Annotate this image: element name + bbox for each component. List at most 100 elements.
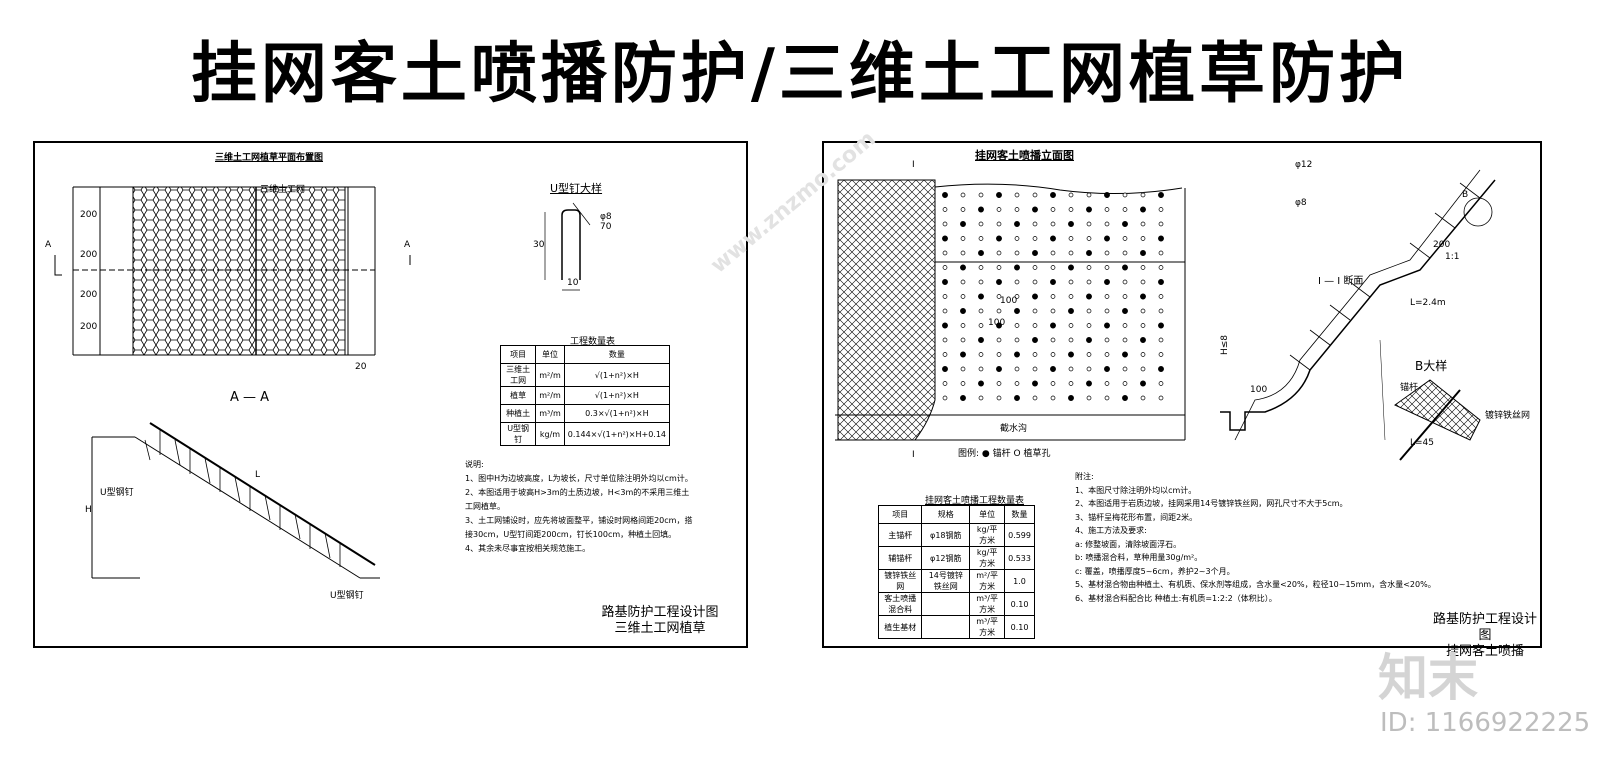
legend-title: 图例:: [958, 449, 980, 459]
section-title: A — A: [230, 390, 270, 405]
spray-hole: [942, 337, 948, 343]
spray-hole: [996, 366, 1002, 372]
spray-hole: [1068, 337, 1074, 343]
table-cell: 辅锚杆: [877, 546, 923, 570]
spray-hole: [960, 381, 966, 386]
spray-hole: [1158, 235, 1164, 242]
spray-hole: [1068, 395, 1074, 401]
table-cell: 0.10: [1004, 592, 1035, 616]
spray-hole: [1050, 366, 1056, 372]
right-table-title: 挂网客土喷播工程数量表: [925, 496, 1025, 506]
spray-hole: [1122, 308, 1128, 314]
spray-hole: [1140, 308, 1146, 314]
spray-hole: [1140, 323, 1146, 328]
dim: 200: [80, 250, 98, 260]
spray-hole: [1086, 206, 1092, 213]
spray-hole: [960, 250, 966, 256]
spray-hole: [1050, 279, 1056, 285]
spray-hole: [1068, 366, 1074, 372]
label: U型钢钉: [330, 591, 364, 601]
spray-hole: [1050, 322, 1056, 329]
spray-hole: [942, 265, 948, 270]
spray-hole: [1032, 380, 1038, 387]
spray-hole: [1140, 366, 1146, 372]
spray-hole: [1158, 279, 1164, 285]
mesh-plan: [54, 186, 411, 356]
spray-hole: [1014, 395, 1020, 401]
right-title-block: 路基防护工程设计图 挂网客土喷播: [1430, 612, 1540, 660]
strip-label: 截水沟: [1000, 424, 1028, 434]
spray-hole: [960, 323, 966, 328]
spray-hole: [1050, 395, 1056, 401]
table-cell: 主锚杆: [877, 523, 923, 547]
dim: 100: [1250, 385, 1268, 395]
spray-hole: [1122, 250, 1128, 256]
spray-hole: [978, 380, 984, 387]
u-bar-title: U型钉大样: [550, 182, 603, 195]
spray-hole: [1158, 308, 1164, 314]
elevation-title: 挂网客土喷播立面图: [975, 149, 1074, 162]
spray-hole: [1014, 351, 1020, 358]
note-line: 3、土工网铺设时，应先将坡面整平，铺设时网格间距20cm，搭接30cm，U型钉间…: [465, 516, 693, 539]
spray-hole: [978, 308, 984, 314]
spray-hole: [1014, 294, 1020, 299]
spray-hole: [996, 322, 1002, 329]
table-cell: m³/平方米: [969, 615, 1006, 639]
watermark-logo: 知末: [1378, 649, 1478, 707]
note-line: 1、图中H为边坡高度，L为坡长，尺寸单位除注明外均以cm计。: [465, 474, 693, 483]
spray-hole: [1104, 322, 1110, 329]
table-cell: m²/平方米: [969, 569, 1006, 593]
legend-item: 锚杆: [992, 449, 1011, 459]
spray-hole: [1032, 308, 1038, 314]
spray-hole: [1086, 236, 1092, 241]
spray-hole: [1032, 265, 1038, 270]
spray-hole: [960, 207, 966, 212]
spray-hole: [942, 352, 948, 357]
spray-hole: [942, 395, 948, 401]
spray-hole: [978, 293, 984, 300]
table-cell: √(1+n²)×H: [563, 386, 671, 405]
spray-hole: [1140, 352, 1146, 357]
spray-hole: [1140, 279, 1146, 285]
spray-hole: [1122, 264, 1128, 271]
spray-hole: [996, 235, 1002, 242]
dim: 200: [80, 322, 98, 332]
spray-hole: [1050, 221, 1056, 227]
spray-hole: [1050, 352, 1056, 357]
table-row: 项目规格单位数量: [877, 505, 1035, 524]
block-subtitle: 三维土工网植草: [614, 621, 706, 636]
spray-hole: [1032, 221, 1038, 227]
right-notes: 附注: 1、本图尺寸除注明外均以cm计。2、本图适用于岩质边坡，挂网采用14号镀…: [1075, 470, 1515, 605]
slope-section: [91, 422, 380, 579]
table-cell: 单位: [969, 505, 1006, 524]
table-cell: 植生基材: [877, 615, 923, 639]
spray-hole: [1086, 380, 1092, 387]
spray-hole: [978, 337, 984, 343]
table-cell: φ18钢筋: [921, 523, 971, 547]
spray-hole: [1140, 395, 1146, 401]
spray-hole: [1158, 221, 1164, 227]
plan-title: 三维土工网植草平面布置图: [215, 153, 324, 163]
spray-hole: [1086, 293, 1092, 300]
table-row: 项目单位数量: [499, 345, 671, 364]
dim: 100: [1000, 296, 1018, 306]
left-drawing-frame: [33, 141, 748, 648]
table-cell: φ12钢筋: [921, 546, 971, 570]
table-cell: [921, 592, 971, 616]
spray-hole: [1068, 192, 1074, 198]
note-line: 2、本图适用于岩质边坡，挂网采用14号镀锌铁丝网，网孔尺寸不大于5cm。: [1075, 499, 1348, 508]
spray-hole: [1068, 381, 1074, 386]
spray-hole: [1122, 207, 1128, 212]
spray-hole: [978, 265, 984, 270]
table-cell: 项目: [877, 505, 923, 524]
dim: 20: [355, 362, 367, 372]
spray-hole: [1032, 279, 1038, 285]
note-line: 4、施工方法及要求:: [1075, 526, 1147, 535]
spray-hole: [942, 192, 948, 198]
table-cell: 数量: [1004, 505, 1035, 524]
spray-hole: [960, 192, 966, 198]
spray-hole: [1086, 250, 1092, 256]
label: 镀锌铁丝网: [1485, 411, 1531, 421]
